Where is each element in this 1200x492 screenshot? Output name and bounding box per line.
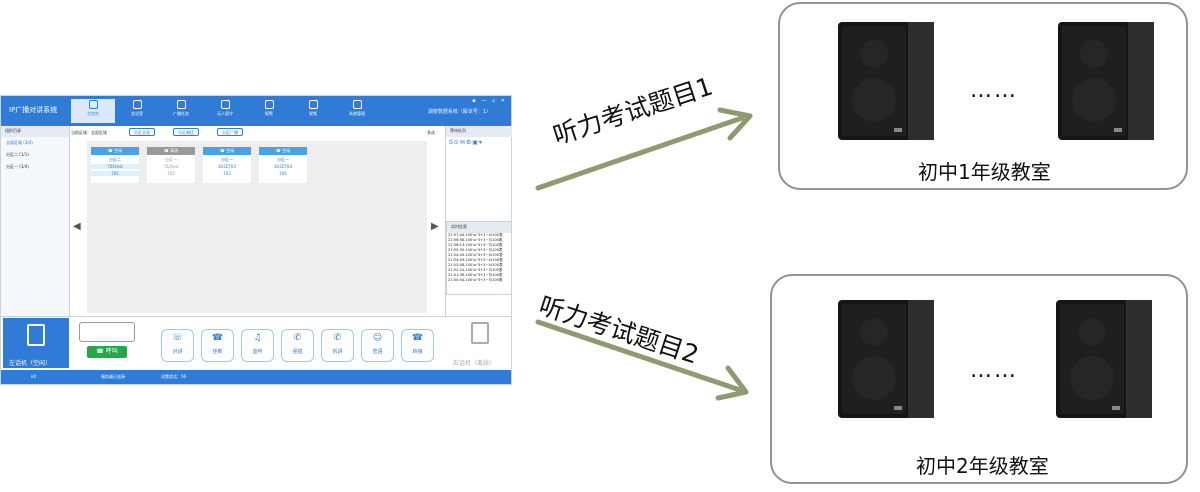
phone-plus-icon: ✆ bbox=[293, 333, 302, 343]
phone-icon bbox=[27, 324, 45, 346]
terminal-card[interactable]: ☎ 空闲 分区一 303Z704 704 bbox=[259, 147, 307, 183]
meeting-icon bbox=[132, 100, 142, 109]
headset-icon: ♫ bbox=[253, 333, 262, 343]
zone-broadcast-button[interactable]: 分区广播 bbox=[217, 128, 243, 136]
phone-icon bbox=[471, 322, 489, 344]
arrow-icon bbox=[535, 319, 749, 401]
classroom-label-1: 初中1年级教室 bbox=[918, 160, 1051, 184]
barge-in-button[interactable]: ✆强插 bbox=[281, 329, 314, 362]
zone-item[interactable]: 全部区域 (3/4) bbox=[6, 140, 33, 145]
dial-input[interactable] bbox=[79, 322, 135, 342]
tab-main-console[interactable]: 主控台 bbox=[71, 99, 115, 123]
terminal-card[interactable]: ☎ 空闲 分区二 701test 701 bbox=[91, 147, 139, 183]
speaker-icon bbox=[1058, 22, 1154, 140]
queue-header: 等待队列 bbox=[446, 126, 512, 137]
broadcast-icon bbox=[176, 100, 186, 109]
phone-split-icon: ✆ bbox=[333, 333, 342, 343]
log-row: 21:56:13.100'ur'3+3~与100表 bbox=[448, 243, 503, 247]
alarm-icon bbox=[264, 100, 274, 109]
log-row: 21:56:58.100'ur'3+3~与100表 bbox=[448, 238, 503, 242]
call-button[interactable]: ☎ 呼叫 bbox=[87, 346, 127, 358]
left-phone-label: 左话机（空闲） bbox=[9, 360, 52, 367]
right-panel: 等待队列 S⊙✉⚙▣▾ 实时信息 21:57:44.100'ur'3+3~4r1… bbox=[445, 126, 512, 316]
tab-system-settings[interactable]: 系统管理 bbox=[335, 99, 379, 123]
hangup-button[interactable]: ☎挂断 bbox=[201, 329, 234, 362]
ellipsis: …… bbox=[970, 78, 1018, 103]
transfer-button[interactable]: ☎转接 bbox=[401, 329, 434, 362]
phone-icon: ☎ bbox=[96, 348, 106, 355]
app-title: IP广播对讲系统 bbox=[9, 106, 58, 114]
queue-tool-icons[interactable]: S⊙✉⚙▣▾ bbox=[449, 139, 483, 146]
arrow-icon bbox=[535, 107, 753, 191]
log-row: 21:50:54.100'ur'3+3~与100表 bbox=[448, 278, 503, 282]
right-phone-label: 右话机（离线） bbox=[453, 360, 496, 367]
log-row: 21:51:38.100'ur'3+3~与100表 bbox=[448, 273, 503, 277]
status-bar: i/0 服务器已连接 设置会话：56 bbox=[1, 370, 511, 384]
log-row: 21:54:44.100'ur'3+3~4r100表 bbox=[448, 253, 503, 257]
console-icon bbox=[88, 100, 98, 109]
tab-meeting[interactable]: 会议室 bbox=[115, 99, 159, 123]
left-phone[interactable]: 左话机（空闲） bbox=[3, 318, 69, 368]
left-panel: 组织目录 全部区域 (3/4) 分区二 (1/1) 分区一 (3/4) bbox=[1, 126, 70, 316]
speaker-icon bbox=[838, 300, 934, 418]
multi-select-checkbox[interactable]: 多选 bbox=[427, 130, 435, 135]
terminal-area: ☎ 空闲 分区二 701test 701 ☎ 离线 分区一 702test 70… bbox=[87, 141, 427, 313]
realtime-log: 实时信息 21:57:44.100'ur'3+3~4r100表 21:56:58… bbox=[446, 221, 512, 295]
whisper-button[interactable]: ☺密语 bbox=[361, 329, 394, 362]
log-row: 21:55:35.100'ur'3+3~与100表 bbox=[448, 248, 503, 252]
tab-alarm[interactable]: 报警 bbox=[247, 99, 291, 123]
classroom-label-2: 初中2年级教室 bbox=[916, 454, 1049, 478]
video-icon bbox=[308, 100, 318, 109]
user-status: i/0 bbox=[31, 374, 37, 379]
transfer-icon: ☎ bbox=[411, 333, 424, 343]
log-row: 21:57:44.100'ur'3+3~4r100表 bbox=[448, 233, 503, 237]
title-bar: IP广播对讲系统 主控台 会议室 广播任务 无人值守 报警 视频 系统管理 湖度… bbox=[1, 96, 511, 126]
zone-item[interactable]: 分区一 (3/4) bbox=[6, 164, 29, 169]
ellipsis: …… bbox=[970, 358, 1018, 383]
bottom-panel bbox=[1, 316, 511, 371]
hangup-icon: ☎ bbox=[211, 333, 224, 343]
log-row: 21:52:24.100'ur'3+3~与100表 bbox=[448, 268, 503, 272]
classroom-box-2: …… 初中2年级教室 bbox=[770, 274, 1188, 484]
tab-broadcast-task[interactable]: 广播任务 bbox=[159, 99, 203, 123]
software-window: IP广播对讲系统 主控台 会议室 广播任务 无人值守 报警 视频 系统管理 湖度… bbox=[0, 95, 512, 385]
speaker-icon bbox=[1056, 300, 1152, 418]
version-info: 湖度数据系统（版本号：1） bbox=[427, 109, 491, 115]
zone-item[interactable]: 分区二 (1/1) bbox=[6, 152, 29, 157]
server-status: 服务器已连接 bbox=[101, 374, 125, 379]
scroll-left-icon[interactable]: ◀ bbox=[73, 221, 81, 232]
zone-call-button[interactable]: 分区喊话 bbox=[173, 128, 199, 136]
user-icon: ☺ bbox=[372, 333, 383, 343]
lock-icon bbox=[220, 100, 230, 109]
classroom-box-1: …… 初中1年级教室 bbox=[778, 2, 1188, 190]
intercom-button[interactable]: ☏对讲 bbox=[161, 329, 194, 362]
current-area: 当前区域：全部区域 bbox=[71, 130, 107, 135]
menu-icon bbox=[352, 100, 362, 109]
org-directory-header: 组织目录 bbox=[1, 126, 69, 137]
terminal-card[interactable]: ☎ 空闲 分区一 303Z703 703 bbox=[203, 147, 251, 183]
log-row: 21:54:09.100'ur'3+3~4r100表 bbox=[448, 258, 503, 262]
tab-video[interactable]: 视频 bbox=[291, 99, 335, 123]
terminal-card[interactable]: ☎ 离线 分区一 702test 702 bbox=[147, 147, 195, 183]
session-status: 设置会话：56 bbox=[161, 374, 187, 379]
log-header: 实时信息 bbox=[447, 222, 511, 233]
window-controls[interactable]: ▪ — ▫ ✕ bbox=[472, 98, 507, 104]
right-phone[interactable]: 右话机（离线） bbox=[449, 318, 511, 368]
scroll-right-icon[interactable]: ▶ bbox=[431, 221, 439, 232]
tab-unattended[interactable]: 无人值守 bbox=[203, 99, 247, 123]
handset-icon: ☏ bbox=[171, 333, 184, 343]
monitor-button[interactable]: ♫监听 bbox=[241, 329, 274, 362]
toolbar: 当前区域：全部区域 分区全选 分区喊话 分区广播 多选 bbox=[71, 128, 443, 138]
speaker-icon bbox=[838, 22, 934, 140]
split-talk-button[interactable]: ✆拆讲 bbox=[321, 329, 354, 362]
log-row: 21:53:08.100'ur'3+3~4r100表 bbox=[448, 263, 503, 267]
select-all-zones-button[interactable]: 分区全选 bbox=[129, 128, 155, 136]
